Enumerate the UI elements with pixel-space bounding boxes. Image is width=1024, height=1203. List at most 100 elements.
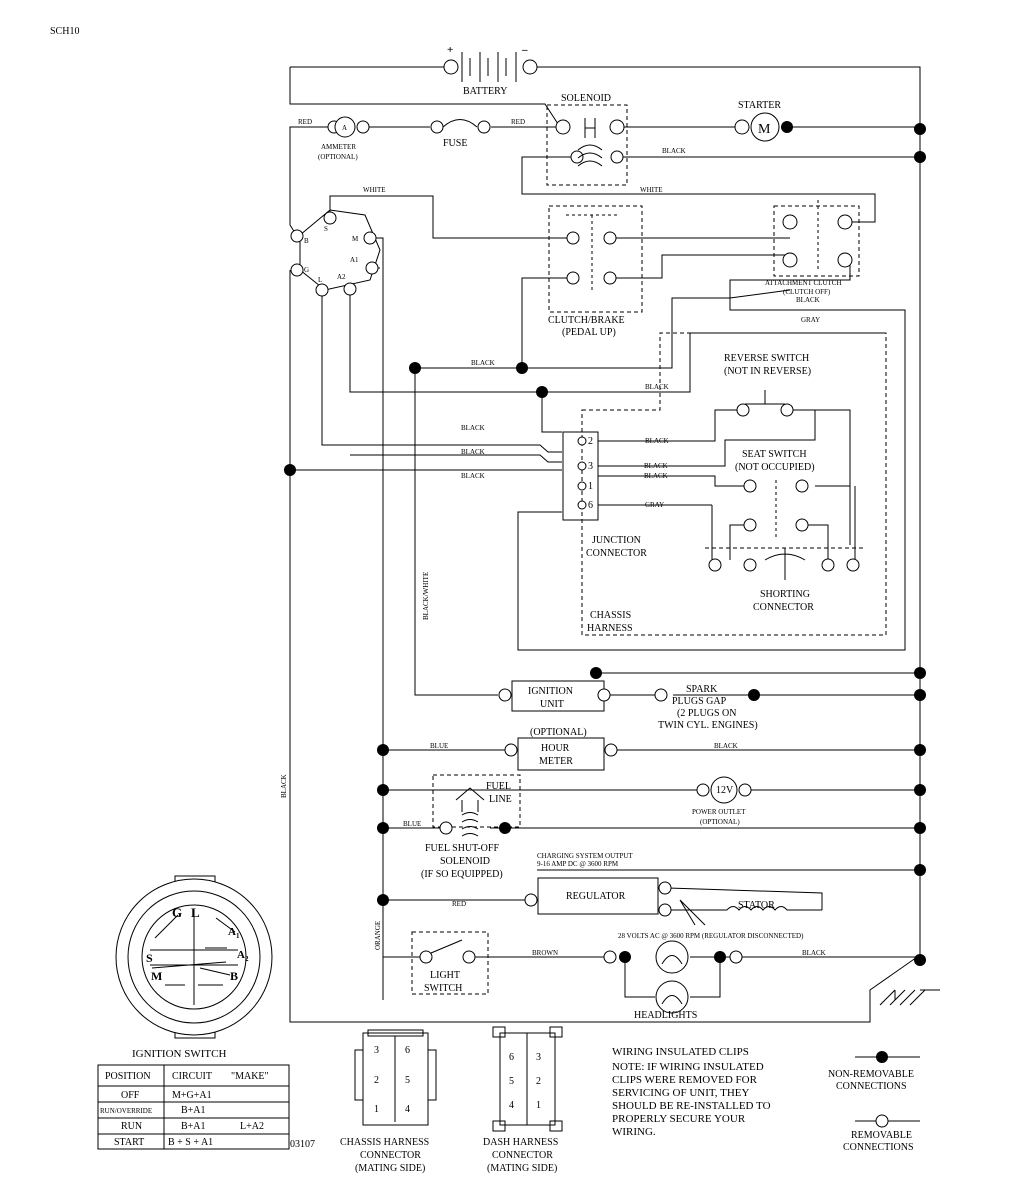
chassis-pin-6: 6: [405, 1045, 410, 1056]
terminal-a1: A1: [350, 256, 359, 264]
table-row-off-position: OFF: [121, 1090, 140, 1101]
regulator-label: REGULATOR: [566, 891, 626, 902]
dash-connector-label: DASH HARNESS: [483, 1137, 558, 1148]
note-line-6: PROPERLY SECURE YOUR: [612, 1113, 746, 1125]
ignition-face-a1-sub: 1: [236, 932, 240, 940]
table-row-run-position: RUN: [121, 1121, 142, 1132]
spark-label: SPARK: [686, 684, 718, 695]
power-outlet-label: POWER OUTLET: [692, 808, 746, 816]
wire-label-red-3: RED: [452, 900, 466, 908]
chassis-pin-1: 1: [374, 1104, 379, 1115]
fuse-label: FUSE: [443, 138, 467, 149]
ignition-switch-face: G L A 1 A 2 S M B IGNITION SWITCH: [115, 875, 273, 1060]
seat-switch-sub-label: (NOT OCCUPIED): [735, 462, 815, 473]
wire-label-black-4: BLACK: [461, 424, 485, 432]
wire-label-white-solenoid: WHITE: [640, 186, 663, 194]
charging-output-label: CHARGING SYSTEM OUTPUT: [537, 852, 633, 860]
ignition-unit-label: IGNITION: [528, 686, 573, 697]
battery-positive-label: +: [447, 44, 453, 56]
dash-connector-mating-label: (MATING SIDE): [487, 1163, 557, 1174]
ignition-unit-sub-label: UNIT: [540, 699, 564, 710]
terminal-m: M: [352, 235, 359, 243]
wire-label-gray-2: GRAY: [645, 501, 664, 509]
terminal-b: B: [304, 237, 309, 245]
wire-label-red-2: RED: [511, 118, 525, 126]
charging-output-spec: 9-16 AMP DC @ 3600 RPM: [537, 860, 619, 868]
ammeter-symbol: A: [342, 124, 347, 132]
power-outlet-voltage: 12V: [716, 785, 734, 796]
legend-non-removable: NON-REMOVABLE: [828, 1069, 914, 1080]
attachment-clutch-switch: ATTACHMENT CLUTCH (CLUTCH OFF): [765, 200, 853, 296]
clutch-brake-sub-label: (PEDAL UP): [562, 327, 616, 338]
ignition-face-a1: A: [228, 926, 236, 938]
terminal-s: S: [324, 225, 328, 233]
table-row-override-position: RUN/OVERRIDE: [100, 1107, 152, 1115]
seat-switch: SEAT SWITCH (NOT OCCUPIED): [735, 449, 815, 540]
shorting-connector-label: SHORTING: [760, 589, 810, 600]
clutch-brake-switch: CLUTCH/BRAKE (PEDAL UP): [548, 214, 625, 338]
fuse: FUSE: [430, 119, 491, 149]
wire-label-brown: BROWN: [532, 949, 558, 957]
dash-harness-connector: 6 3 5 2 4 1 DASH HARNESS CONNECTOR (MATI…: [483, 1026, 563, 1174]
wire-label-black-head: BLACK: [802, 949, 826, 957]
light-switch-box: [411, 931, 489, 995]
wire-label-black-clutch: BLACK: [796, 296, 820, 304]
terminal-l: L: [318, 276, 322, 284]
table-header-make: "MAKE": [231, 1071, 269, 1082]
chassis-connector-sub-label: CONNECTOR: [360, 1150, 421, 1161]
chassis-pin-2: 2: [374, 1075, 379, 1086]
ammeter: A AMMETER (OPTIONAL): [318, 116, 370, 161]
removable-symbol: [875, 1114, 889, 1128]
ignition-table: POSITION CIRCUIT "MAKE" OFF M+G+A1 RUN/O…: [97, 1064, 290, 1150]
chassis-harness-sub-label: HARNESS: [587, 623, 633, 634]
shorting-connector-sub-label: CONNECTOR: [753, 602, 814, 613]
dash-pin-5: 5: [509, 1076, 514, 1087]
note-line-4: SERVICING OF UNIT, THEY: [612, 1087, 749, 1099]
fuel-shutoff-equipped-label: (IF SO EQUIPPED): [421, 869, 503, 880]
chassis-pin-3: 3: [374, 1045, 379, 1056]
hour-meter-optional-label: (OPTIONAL): [530, 727, 587, 738]
ignition-switch-terminals: B S M A1 A2 L G: [290, 209, 381, 297]
attachment-clutch-label: ATTACHMENT CLUTCH: [765, 279, 842, 287]
legend-removable: REMOVABLE: [851, 1130, 912, 1141]
ignition-face-l: L: [191, 905, 200, 920]
note-line-5: SHOULD BE RE-INSTALLED TO: [612, 1100, 771, 1112]
fuel-line-label: FUEL: [486, 781, 511, 792]
junction-pin-1: 1: [588, 481, 593, 492]
chassis-connector-label: CHASSIS HARNESS: [340, 1137, 429, 1148]
chassis-pin-4: 4: [405, 1104, 410, 1115]
dash-pin-2: 2: [536, 1076, 541, 1087]
fuel-shutoff-solenoid-label: SOLENOID: [440, 856, 490, 867]
dash-pin-3: 3: [536, 1052, 541, 1063]
table-row-run-circuit: B+A1: [181, 1121, 206, 1132]
connection-dots: [284, 123, 926, 966]
junction-pin-2: 2: [588, 436, 593, 447]
document-id: SCH10: [50, 26, 79, 37]
attachment-clutch-sub-label: (CLUTCH OFF): [783, 288, 831, 296]
terminal-g: G: [304, 266, 309, 274]
table-row-run-make: L+A2: [240, 1121, 264, 1132]
battery-negative-label: –: [521, 44, 528, 56]
headlights: HEADLIGHTS: [603, 940, 743, 1021]
wire-label-red-1: RED: [298, 118, 312, 126]
wire-label-blue-1: BLUE: [430, 742, 448, 750]
wire-label-black-ground: BLACK: [280, 774, 288, 798]
hour-meter: (OPTIONAL) HOUR METER: [504, 727, 618, 771]
ignition-face-b: B: [230, 969, 238, 983]
clutch-brake-label: CLUTCH/BRAKE: [548, 315, 625, 326]
ignition-face-g: G: [172, 905, 182, 920]
reverse-switch: REVERSE SWITCH (NOT IN REVERSE): [724, 353, 811, 417]
wiring: [289, 66, 940, 1023]
wire-label-black-6: BLACK: [461, 472, 485, 480]
table-header-circuit: CIRCUIT: [172, 1071, 212, 1082]
table-header-position: POSITION: [105, 1071, 151, 1082]
chassis-harness-label: CHASSIS: [590, 610, 631, 621]
solenoid-label: SOLENOID: [561, 93, 611, 104]
battery-label: BATTERY: [463, 86, 507, 97]
seat-switch-label: SEAT SWITCH: [742, 449, 807, 460]
dash-pin-1: 1: [536, 1100, 541, 1111]
wire-label-gray-1: GRAY: [801, 316, 820, 324]
wire-label-black-7: BLACK: [645, 437, 669, 445]
ignition-unit: IGNITION UNIT: [498, 680, 611, 712]
non-removable-symbol: [876, 1051, 888, 1063]
